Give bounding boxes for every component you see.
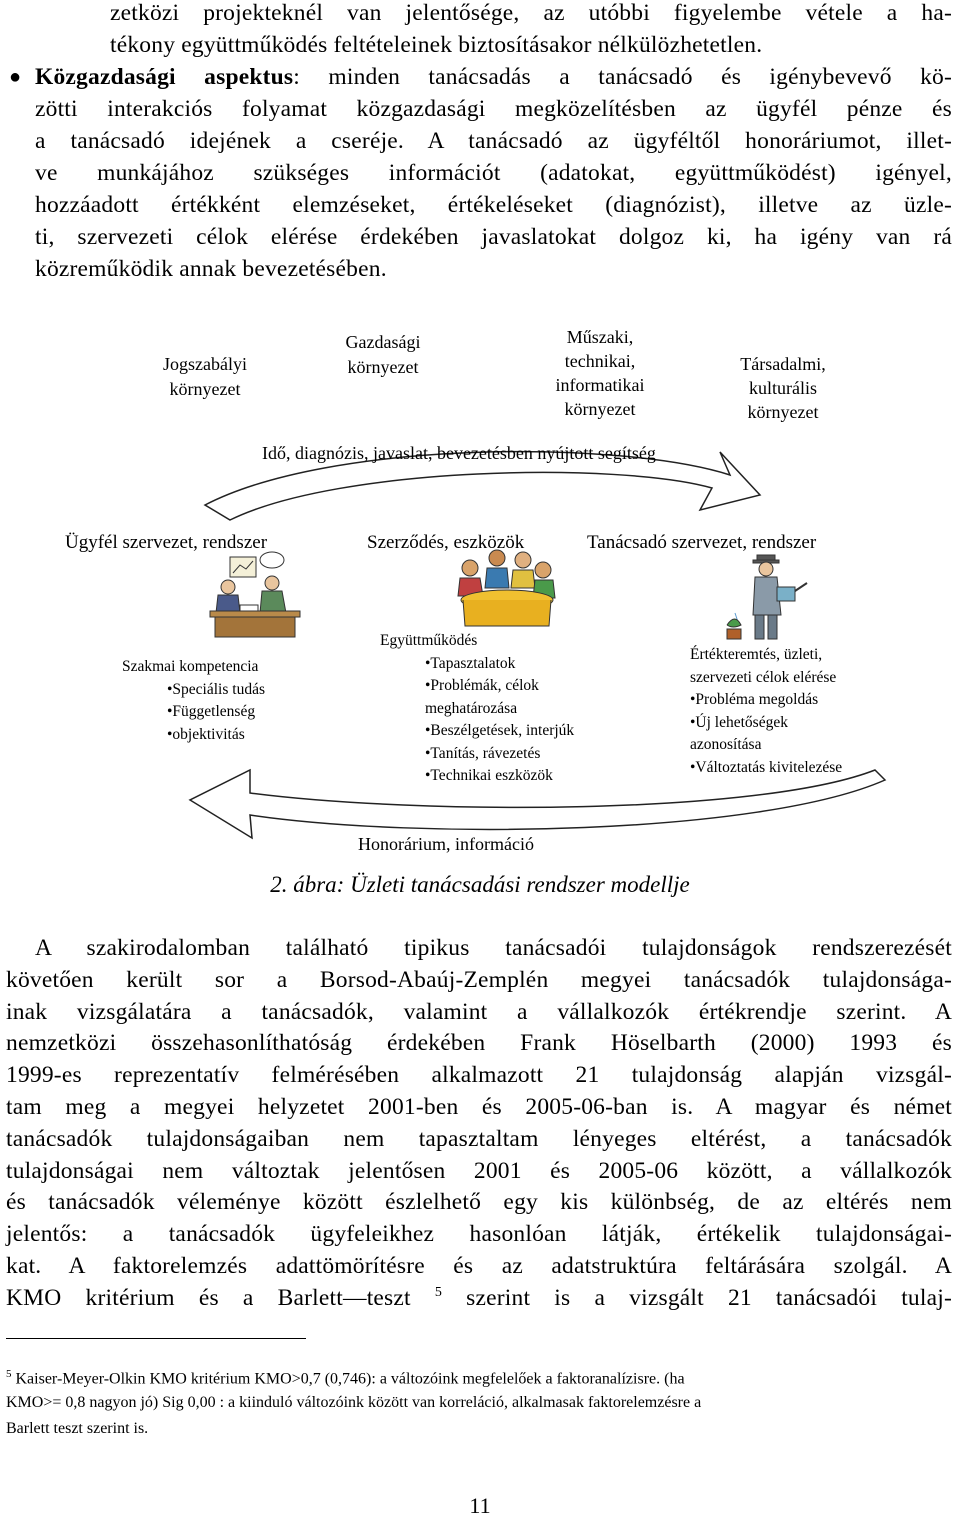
env-social: Társadalmi, kulturális környezet	[718, 352, 848, 424]
env-technical-line: Műszaki,	[566, 327, 634, 347]
text-line: a tanácsadó idejének a cseréje. A tanács…	[35, 128, 952, 154]
box-line: •Probléma megoldás	[690, 691, 819, 708]
body-line: tulajdonságai nem változtak jelentősen 2…	[6, 1157, 952, 1184]
box-item: •Speciális tudás	[167, 680, 265, 698]
footnote-separator	[6, 1338, 306, 1339]
text-line: zetközi projekteknél van jelentősége, az…	[110, 0, 952, 26]
box-title: Szakmai kompetencia	[122, 658, 259, 675]
consultant-system-label: Tanácsadó szervezet, rendszer	[587, 532, 817, 553]
box-line: szervezeti célok elérése	[690, 668, 837, 686]
env-economic-line: környezet	[347, 357, 419, 377]
bullet-line: Közgazdasági aspektus: minden tanácsadás…	[35, 64, 952, 91]
env-social-line: Társadalmi,	[740, 354, 826, 374]
box-line: •Új lehetőségek	[690, 713, 788, 731]
box-line: •Változtatás kivitelezése	[690, 758, 843, 776]
top-arrow	[203, 450, 762, 521]
env-economic: Gazdasági környezet	[318, 330, 448, 380]
team-table-clipart	[457, 549, 556, 627]
box-line: azonosítása	[690, 736, 762, 753]
body-line: kat. A faktorelemzés adattömörítésre és …	[6, 1253, 952, 1279]
text-span: KMO kritérium és a Barlett—teszt	[6, 1285, 435, 1311]
box-line: Értékteremtés, üzleti,	[690, 646, 823, 663]
body-line: inak vizsgálatára a tanácsadók, valamint…	[6, 998, 952, 1025]
footnote-text: Kaiser-Meyer-Olkin KMO kritérium KMO>0,7…	[15, 1370, 685, 1388]
top-arrow-label: Idő, diagnózis, javaslat, bevezetésben n…	[262, 443, 656, 463]
cooperation-box: Együttműködés •Tapasztalatok •Problémák,…	[380, 630, 574, 788]
box-item: •Függetlenség	[167, 703, 256, 720]
box-item: •Tanítás, rávezetés	[425, 744, 541, 762]
meeting-clipart	[209, 551, 301, 638]
text-line: tékony együttműködés feltételeinek bizto…	[110, 32, 763, 58]
text-span: szerint is a vizsgált 21 tanácsadói tula…	[442, 1285, 952, 1311]
bottom-arrow	[188, 768, 887, 840]
env-technical-line: informatikai	[555, 375, 645, 395]
footnote-ref: 5	[434, 1285, 443, 1301]
gardener-watering-clipart	[726, 554, 808, 640]
text-line: közreműködik annak bevezetésében.	[35, 256, 387, 282]
figure-caption: 2. ábra: Üzleti tanácsadási rendszer mod…	[270, 872, 690, 897]
footnote-line: KMO>= 0,8 nagyon jó) Sig 0,00 : a kiindu…	[6, 1394, 702, 1411]
text-span: : minden tanácsadás a tanácsadó és igény…	[293, 64, 952, 90]
box-title: Együttműködés	[380, 632, 478, 649]
body-line: 1999-es reprezentatív felmérésében alkal…	[6, 1062, 952, 1089]
diagram-graphics	[188, 450, 887, 840]
body-line: nemzetközi összehasonlíthatóság érdekébe…	[6, 1030, 952, 1057]
client-competence-box: Szakmai kompetencia •Speciális tudás •Fü…	[122, 656, 265, 746]
body-line: és tanácsadók véleménye között észlelhet…	[6, 1189, 952, 1216]
env-technical-line: környezet	[564, 399, 636, 419]
body-line: jelentős: a tanácsadók ügyfeleikhez haso…	[6, 1221, 952, 1248]
env-technical: Műszaki, technikai, informatikai környez…	[530, 325, 670, 421]
env-legal-line: környezet	[169, 379, 241, 399]
contract-tools-label: Szerződés, eszközök	[367, 532, 525, 553]
env-social-line: környezet	[747, 402, 819, 422]
env-legal-line: Jogszabályi	[163, 354, 247, 374]
footnote-line: 5 Kaiser-Meyer-Olkin KMO kritérium KMO>0…	[6, 1368, 954, 1388]
text-line: ti, szervezeti célok elérése érdekében j…	[35, 224, 952, 250]
box-item: •Beszélgetések, interjúk	[425, 722, 575, 739]
box-item: •objektivitás	[167, 725, 245, 743]
bullet-icon: ●	[9, 66, 22, 88]
text-line: hozzáadott értékként elemzéseket, értéke…	[35, 192, 952, 218]
body-line: tanácsadók tulajdonságaiban nem tapaszta…	[6, 1125, 952, 1152]
footnote-number: 5	[6, 1368, 12, 1380]
bottom-arrow-label: Honorárium, információ	[358, 834, 534, 854]
body-line: A szakirodalomban található tipikus taná…	[35, 935, 952, 961]
text-line: zötti interakciós folyamat közgazdasági …	[35, 96, 952, 122]
page-number: 11	[469, 1493, 491, 1518]
bullet-term: Közgazdasági aspektus	[35, 64, 294, 90]
value-creation-box: Értékteremtés, üzleti, szervezeti célok …	[690, 644, 842, 779]
env-technical-line: technikai,	[564, 351, 636, 371]
env-legal: Jogszabályi környezet	[140, 352, 270, 402]
text-line: ve munkájához szükséges információt (ada…	[35, 160, 952, 186]
env-social-line: kulturális	[749, 378, 817, 398]
box-item: •Technikai eszközök	[425, 767, 553, 784]
client-system-label: Ügyfél szervezet, rendszer	[65, 532, 268, 553]
box-item: •Problémák, célok	[425, 677, 539, 694]
text-line-last: KMO kritérium és a Barlett—teszt 5 szeri…	[6, 1285, 952, 1312]
box-item: meghatározása	[425, 699, 518, 717]
body-line: tam meg a megyei helyzetet 2001-ben és 2…	[6, 1094, 952, 1120]
env-economic-line: Gazdasági	[345, 332, 421, 352]
body-line: követően került sor a Borsod-Abaúj-Zempl…	[6, 966, 952, 993]
footnote-line: Barlett teszt szerint is.	[6, 1420, 149, 1437]
box-item: •Tapasztalatok	[425, 654, 516, 672]
